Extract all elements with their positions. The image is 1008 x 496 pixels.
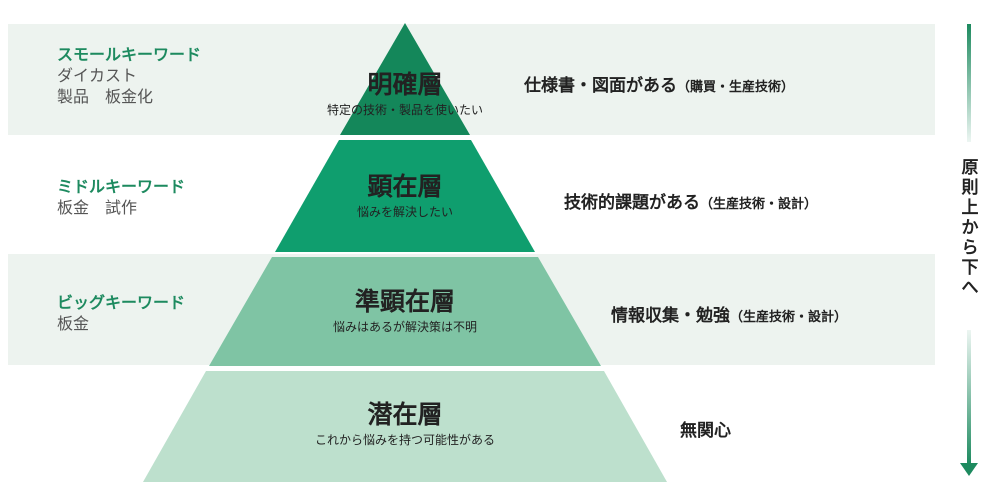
need-main: 情報収集・勉強 <box>611 306 730 326</box>
layer-desc: 悩みを解決したい <box>356 205 453 219</box>
need-sub: （生産技術・設計） <box>700 197 818 212</box>
keyword-item: 製品 板金化 <box>57 87 154 106</box>
need-manifest: 技術的課題がある（生産技術・設計） <box>564 188 817 213</box>
arrow-label: 原 則 上 か ら 下 へ <box>958 158 982 298</box>
keyword-item: ダイカスト <box>57 66 138 85</box>
keyword-title-small: スモールキーワード <box>57 45 202 64</box>
layer-desc: これから悩みを持つ可能性がある <box>314 433 495 447</box>
arrow-label-char: ら <box>961 238 979 258</box>
arrow-shaft-bottom <box>967 330 971 465</box>
layer-name: 明確層 <box>367 70 443 99</box>
keyword-group-small: スモールキーワード ダイカスト 製品 板金化 <box>57 44 201 107</box>
layer-name: 潜在層 <box>367 400 443 429</box>
arrow-shaft-top <box>967 24 971 142</box>
need-semi-manifest: 情報収集・勉強（生産技術・設計） <box>611 301 847 326</box>
arrow-label-char: 原 <box>961 158 979 178</box>
need-explicit: 仕様書・図面がある（購買・生産技術） <box>524 71 794 96</box>
layer-desc: 悩みはあるが解決策は不明 <box>332 320 477 334</box>
layer-desc: 特定の技術・製品を使いたい <box>326 103 483 117</box>
layer-label-semi-manifest: 準顕在層 悩みはあるが解決策は不明 <box>280 287 530 335</box>
layer-label-manifest: 顕在層 悩みを解決したい <box>300 172 510 220</box>
arrow-label-char: 則 <box>961 178 979 198</box>
need-main: 仕様書・図面がある <box>524 76 677 96</box>
arrow-label-char: へ <box>961 278 979 298</box>
band-top <box>8 24 935 135</box>
pyramid-layer-manifest <box>275 140 535 252</box>
need-sub: （生産技術・設計） <box>730 310 848 325</box>
pyramid-layer-semi-manifest <box>209 257 601 366</box>
layer-name: 顕在層 <box>367 172 443 201</box>
pyramid-layer-latent <box>143 371 667 482</box>
arrow-label-char: 上 <box>961 198 979 218</box>
keyword-title-big: ビッグキーワード <box>57 293 186 312</box>
arrow-head <box>960 463 978 476</box>
layer-name: 準顕在層 <box>354 287 455 316</box>
pyramid-layer-explicit <box>340 23 470 135</box>
keyword-group-middle: ミドルキーワード 板金 試作 <box>57 176 185 218</box>
keyword-item: 板金 試作 <box>57 198 138 217</box>
need-sub: （購買・生産技術） <box>677 80 795 95</box>
need-main: 技術的課題がある <box>564 193 700 213</box>
need-main: 無関心 <box>680 421 731 441</box>
arrow-label-char: か <box>961 218 979 238</box>
need-latent: 無関心 <box>680 416 731 441</box>
layer-label-latent: 潜在層 これから悩みを持つ可能性がある <box>255 400 555 448</box>
keyword-item: 板金 <box>57 314 90 333</box>
keyword-group-big: ビッグキーワード 板金 <box>57 292 185 334</box>
keyword-title-middle: ミドルキーワード <box>57 177 186 196</box>
layer-label-explicit: 明確層 特定の技術・製品を使いたい <box>300 70 510 118</box>
arrow-label-char: 下 <box>961 258 979 278</box>
